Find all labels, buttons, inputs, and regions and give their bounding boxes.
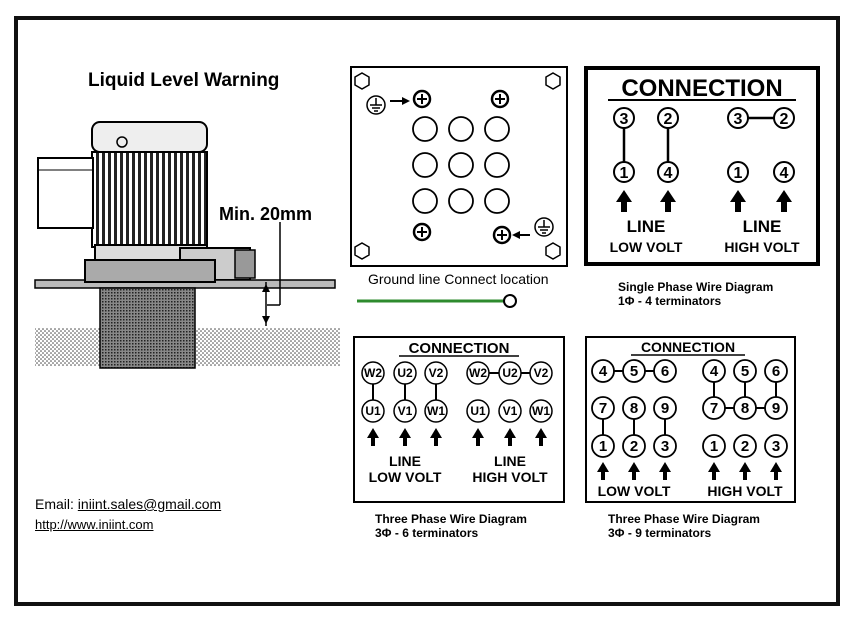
contact-block: Email: iniint.sales@gmail.com http://www… bbox=[35, 496, 221, 532]
svg-text:6: 6 bbox=[661, 363, 669, 380]
svg-text:3: 3 bbox=[772, 438, 780, 455]
svg-text:3: 3 bbox=[620, 111, 629, 128]
arrow-right-icon bbox=[402, 97, 410, 105]
svg-text:3: 3 bbox=[734, 111, 743, 128]
arrow-left-icon bbox=[512, 231, 520, 239]
svg-text:8: 8 bbox=[630, 400, 638, 417]
ground-icon bbox=[534, 217, 554, 237]
svg-text:V1: V1 bbox=[503, 404, 518, 418]
website-link[interactable]: http://www.iniint.com bbox=[35, 517, 154, 532]
corner-hex-icon bbox=[354, 242, 370, 260]
arrow-up-icon bbox=[367, 428, 547, 446]
svg-text:LOW VOLT: LOW VOLT bbox=[610, 239, 683, 255]
arrow-up-icon bbox=[597, 462, 782, 480]
svg-text:W2: W2 bbox=[364, 366, 382, 380]
svg-text:8: 8 bbox=[741, 400, 749, 417]
svg-text:5: 5 bbox=[630, 363, 638, 380]
single-phase-caption: Single Phase Wire Diagram 1Φ - 4 termina… bbox=[618, 280, 774, 308]
email-link[interactable]: iniint.sales@gmail.com bbox=[77, 496, 222, 512]
svg-text:W2: W2 bbox=[469, 366, 487, 380]
junction-box bbox=[37, 157, 94, 229]
corner-hex-icon bbox=[545, 242, 561, 260]
three-phase-6-diagram: CONNECTION W2 U2 V2 U1 V1 W1 W2 U2 V2 U1… bbox=[353, 336, 565, 503]
screw-icon bbox=[492, 225, 512, 245]
svg-text:LINE: LINE bbox=[743, 217, 782, 236]
pump-title: Liquid Level Warning bbox=[88, 70, 280, 91]
corner-hex-icon bbox=[545, 72, 561, 90]
svg-text:1: 1 bbox=[620, 165, 629, 182]
svg-text:7: 7 bbox=[599, 400, 607, 417]
svg-text:CONNECTION: CONNECTION bbox=[409, 340, 510, 357]
corner-hex-icon bbox=[354, 72, 370, 90]
svg-text:1: 1 bbox=[599, 438, 607, 455]
min-depth-label: Min. 20mm bbox=[219, 204, 313, 224]
svg-text:W1: W1 bbox=[427, 404, 445, 418]
svg-text:3: 3 bbox=[661, 438, 669, 455]
svg-text:HIGH VOLT: HIGH VOLT bbox=[472, 469, 548, 485]
svg-text:U2: U2 bbox=[397, 366, 413, 380]
screw-icon bbox=[116, 136, 128, 148]
svg-text:4: 4 bbox=[780, 165, 789, 182]
terminal-box bbox=[350, 66, 568, 267]
single-phase-heading: CONNECTION bbox=[621, 75, 782, 102]
svg-text:7: 7 bbox=[710, 400, 718, 417]
arrow-up-icon bbox=[616, 190, 792, 212]
screw-icon bbox=[412, 89, 432, 109]
svg-text:6: 6 bbox=[772, 363, 780, 380]
svg-text:9: 9 bbox=[661, 400, 669, 417]
svg-text:W1: W1 bbox=[532, 404, 550, 418]
svg-text:2: 2 bbox=[780, 111, 789, 128]
svg-text:LINE: LINE bbox=[627, 217, 666, 236]
svg-text:4: 4 bbox=[599, 363, 608, 380]
svg-text:U1: U1 bbox=[365, 404, 381, 418]
page-frame bbox=[14, 16, 840, 606]
svg-text:V2: V2 bbox=[429, 366, 444, 380]
svg-text:U1: U1 bbox=[470, 404, 486, 418]
pump-illustration bbox=[34, 121, 340, 369]
svg-text:2: 2 bbox=[630, 438, 638, 455]
email-label: Email: bbox=[35, 496, 74, 512]
screw-icon bbox=[490, 89, 510, 109]
svg-text:2: 2 bbox=[664, 111, 673, 128]
screw-icon bbox=[412, 222, 432, 242]
svg-text:LOW VOLT: LOW VOLT bbox=[369, 469, 442, 485]
svg-text:U2: U2 bbox=[502, 366, 518, 380]
svg-text:HIGH VOLT: HIGH VOLT bbox=[707, 483, 783, 499]
svg-text:2: 2 bbox=[741, 438, 749, 455]
svg-text:LINE: LINE bbox=[494, 453, 526, 469]
svg-text:4: 4 bbox=[710, 363, 719, 380]
svg-text:1: 1 bbox=[734, 165, 743, 182]
ground-icon bbox=[366, 95, 386, 115]
svg-text:LOW VOLT: LOW VOLT bbox=[598, 483, 671, 499]
single-phase-diagram: CONNECTION 3 2 1 4 3 2 1 4 LINE LINE LOW… bbox=[584, 66, 820, 266]
svg-text:V1: V1 bbox=[398, 404, 413, 418]
three-phase-6-caption: Three Phase Wire Diagram 3Φ - 6 terminat… bbox=[375, 512, 527, 540]
three-phase-9-caption: Three Phase Wire Diagram 3Φ - 9 terminat… bbox=[608, 512, 760, 540]
svg-text:CONNECTION: CONNECTION bbox=[641, 339, 735, 355]
svg-text:HIGH VOLT: HIGH VOLT bbox=[724, 239, 800, 255]
motor-fins bbox=[91, 151, 208, 248]
ground-caption: Ground line Connect location bbox=[368, 271, 549, 287]
svg-text:V2: V2 bbox=[534, 366, 549, 380]
three-phase-9-diagram: CONNECTION 4 5 6 7 8 9 1 2 3 4 5 6 7 8 9… bbox=[585, 336, 796, 503]
strainer-mesh bbox=[99, 287, 196, 369]
ground-line bbox=[357, 294, 517, 308]
svg-text:5: 5 bbox=[741, 363, 749, 380]
svg-text:4: 4 bbox=[664, 165, 673, 182]
svg-text:1: 1 bbox=[710, 438, 718, 455]
svg-text:LINE: LINE bbox=[389, 453, 421, 469]
svg-text:9: 9 bbox=[772, 400, 780, 417]
